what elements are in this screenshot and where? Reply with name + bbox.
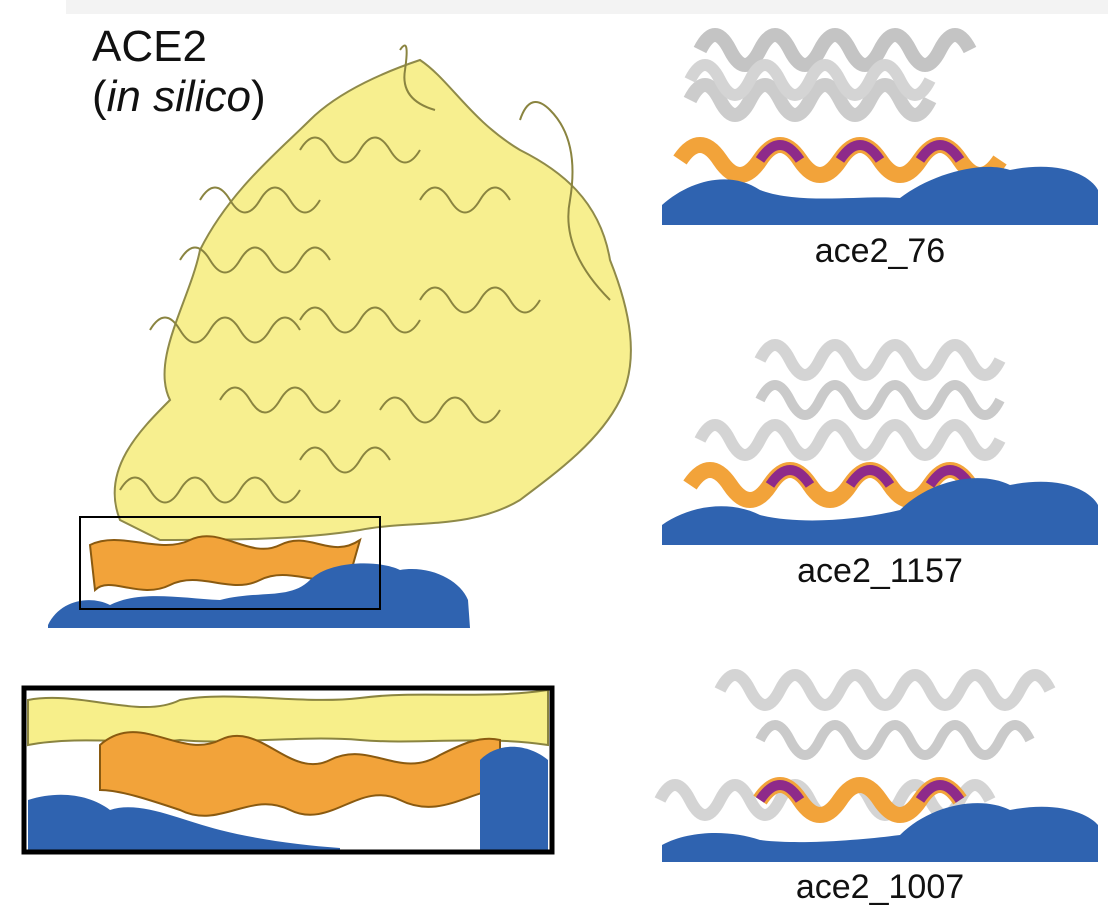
design-label-ace2-76: ace2_76 <box>814 232 946 270</box>
top-bar <box>66 0 1108 14</box>
ace2-structure <box>48 44 632 628</box>
inset-zoom <box>21 685 555 855</box>
title-line-1: ACE2 <box>92 22 207 71</box>
title-paren-open: ( <box>92 72 107 121</box>
design-panel-ace2-76 <box>662 28 1098 225</box>
design-label-ace2-1007: ace2_1007 <box>795 868 965 906</box>
design-panel-ace2-1157 <box>662 339 1098 545</box>
design-label-ace2-1157: ace2_1157 <box>797 552 963 590</box>
title-line-2: (in silico) <box>92 72 266 122</box>
title-paren-close: ) <box>250 72 266 121</box>
design-panel-ace2-1007 <box>654 669 1098 862</box>
main-panel-title: ACE2 (in silico) <box>92 22 266 122</box>
title-italic: in silico <box>106 72 251 121</box>
zoom-region-box <box>79 516 381 610</box>
inset-frame <box>21 685 555 855</box>
